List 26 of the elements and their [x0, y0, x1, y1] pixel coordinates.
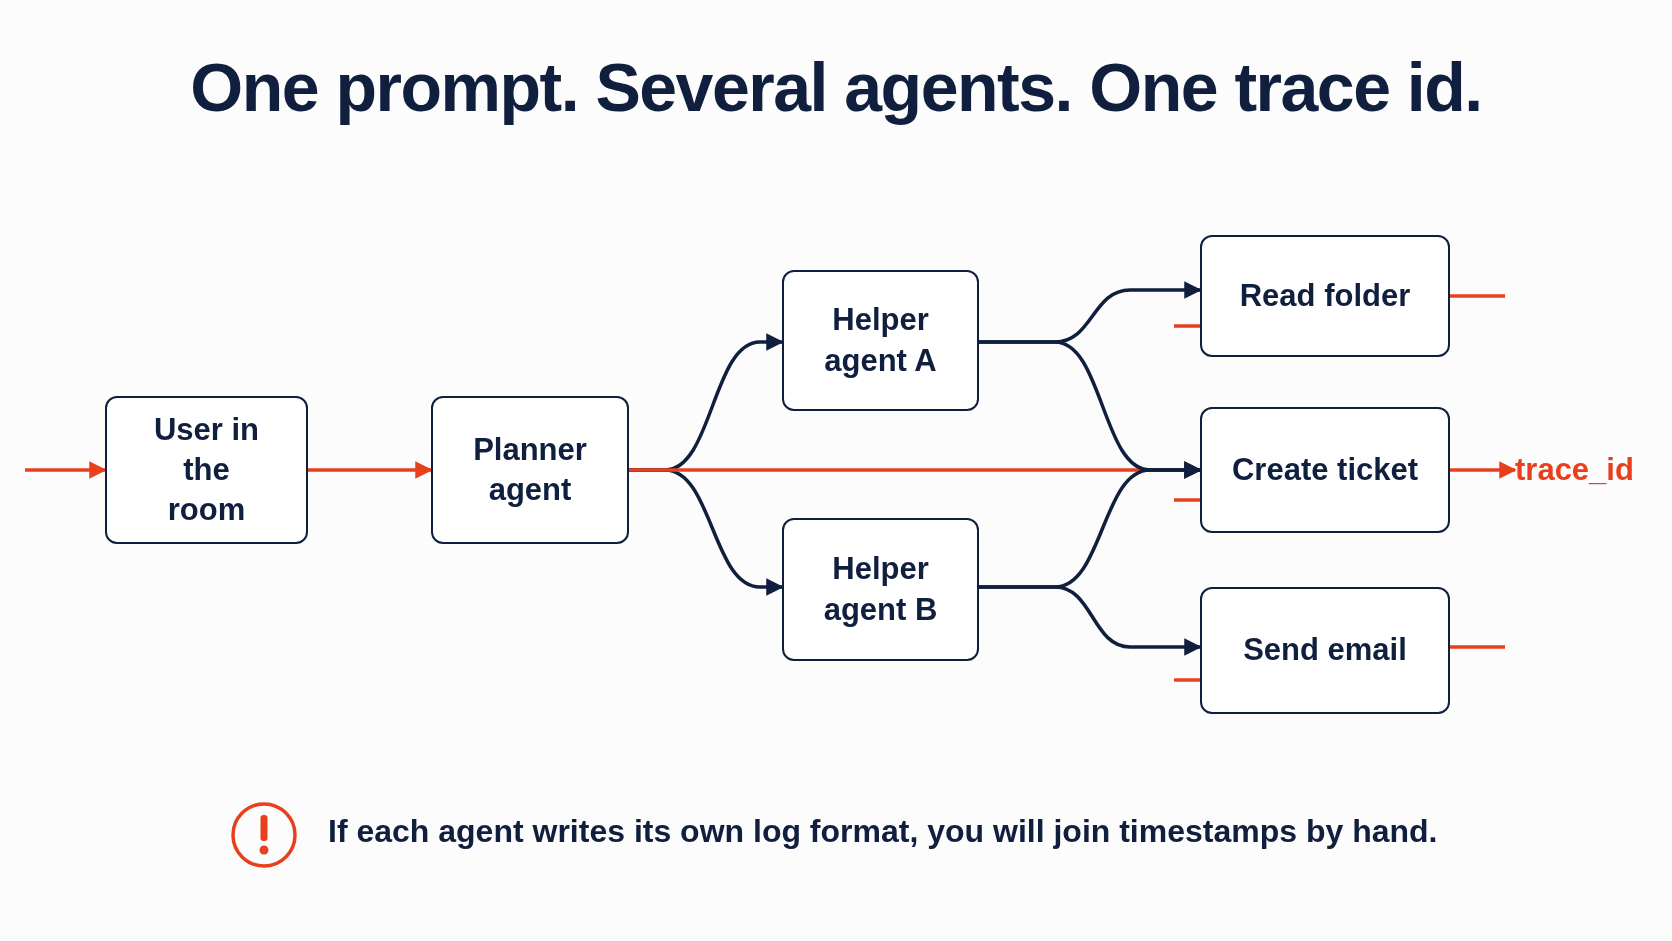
output-label: trace_id: [1515, 450, 1634, 489]
box-label: User in the room: [152, 410, 261, 530]
process-box: [431, 396, 629, 544]
process-box: [1200, 235, 1450, 357]
arrow: [308, 461, 433, 479]
connector-line: [1450, 294, 1505, 298]
process-box: [1200, 407, 1450, 533]
title: One prompt. Several agents. One trace id.: [189, 48, 1483, 126]
box-label: Planner agent: [472, 430, 588, 509]
arrow: [1450, 461, 1517, 479]
connector-line: [1174, 324, 1200, 328]
box-label: Helper agent B: [822, 550, 939, 629]
box-label: Send email: [1242, 631, 1408, 670]
process-box: [105, 396, 308, 544]
connector-line: [1450, 645, 1505, 649]
box-label: Create ticket: [1230, 450, 1420, 489]
process-box: [1200, 587, 1450, 714]
arrow: [979, 585, 1202, 656]
box-label: Read folder: [1238, 276, 1412, 315]
process-box: [782, 518, 979, 661]
connector-line: [1174, 498, 1200, 502]
box-label: Helper agent A: [823, 301, 938, 380]
arrow: [25, 461, 107, 479]
connector-line: [1174, 678, 1200, 682]
process-box: [782, 270, 979, 411]
warning-note: If each agent writes its own log format, you will join timestamps by hand.: [328, 813, 1438, 850]
